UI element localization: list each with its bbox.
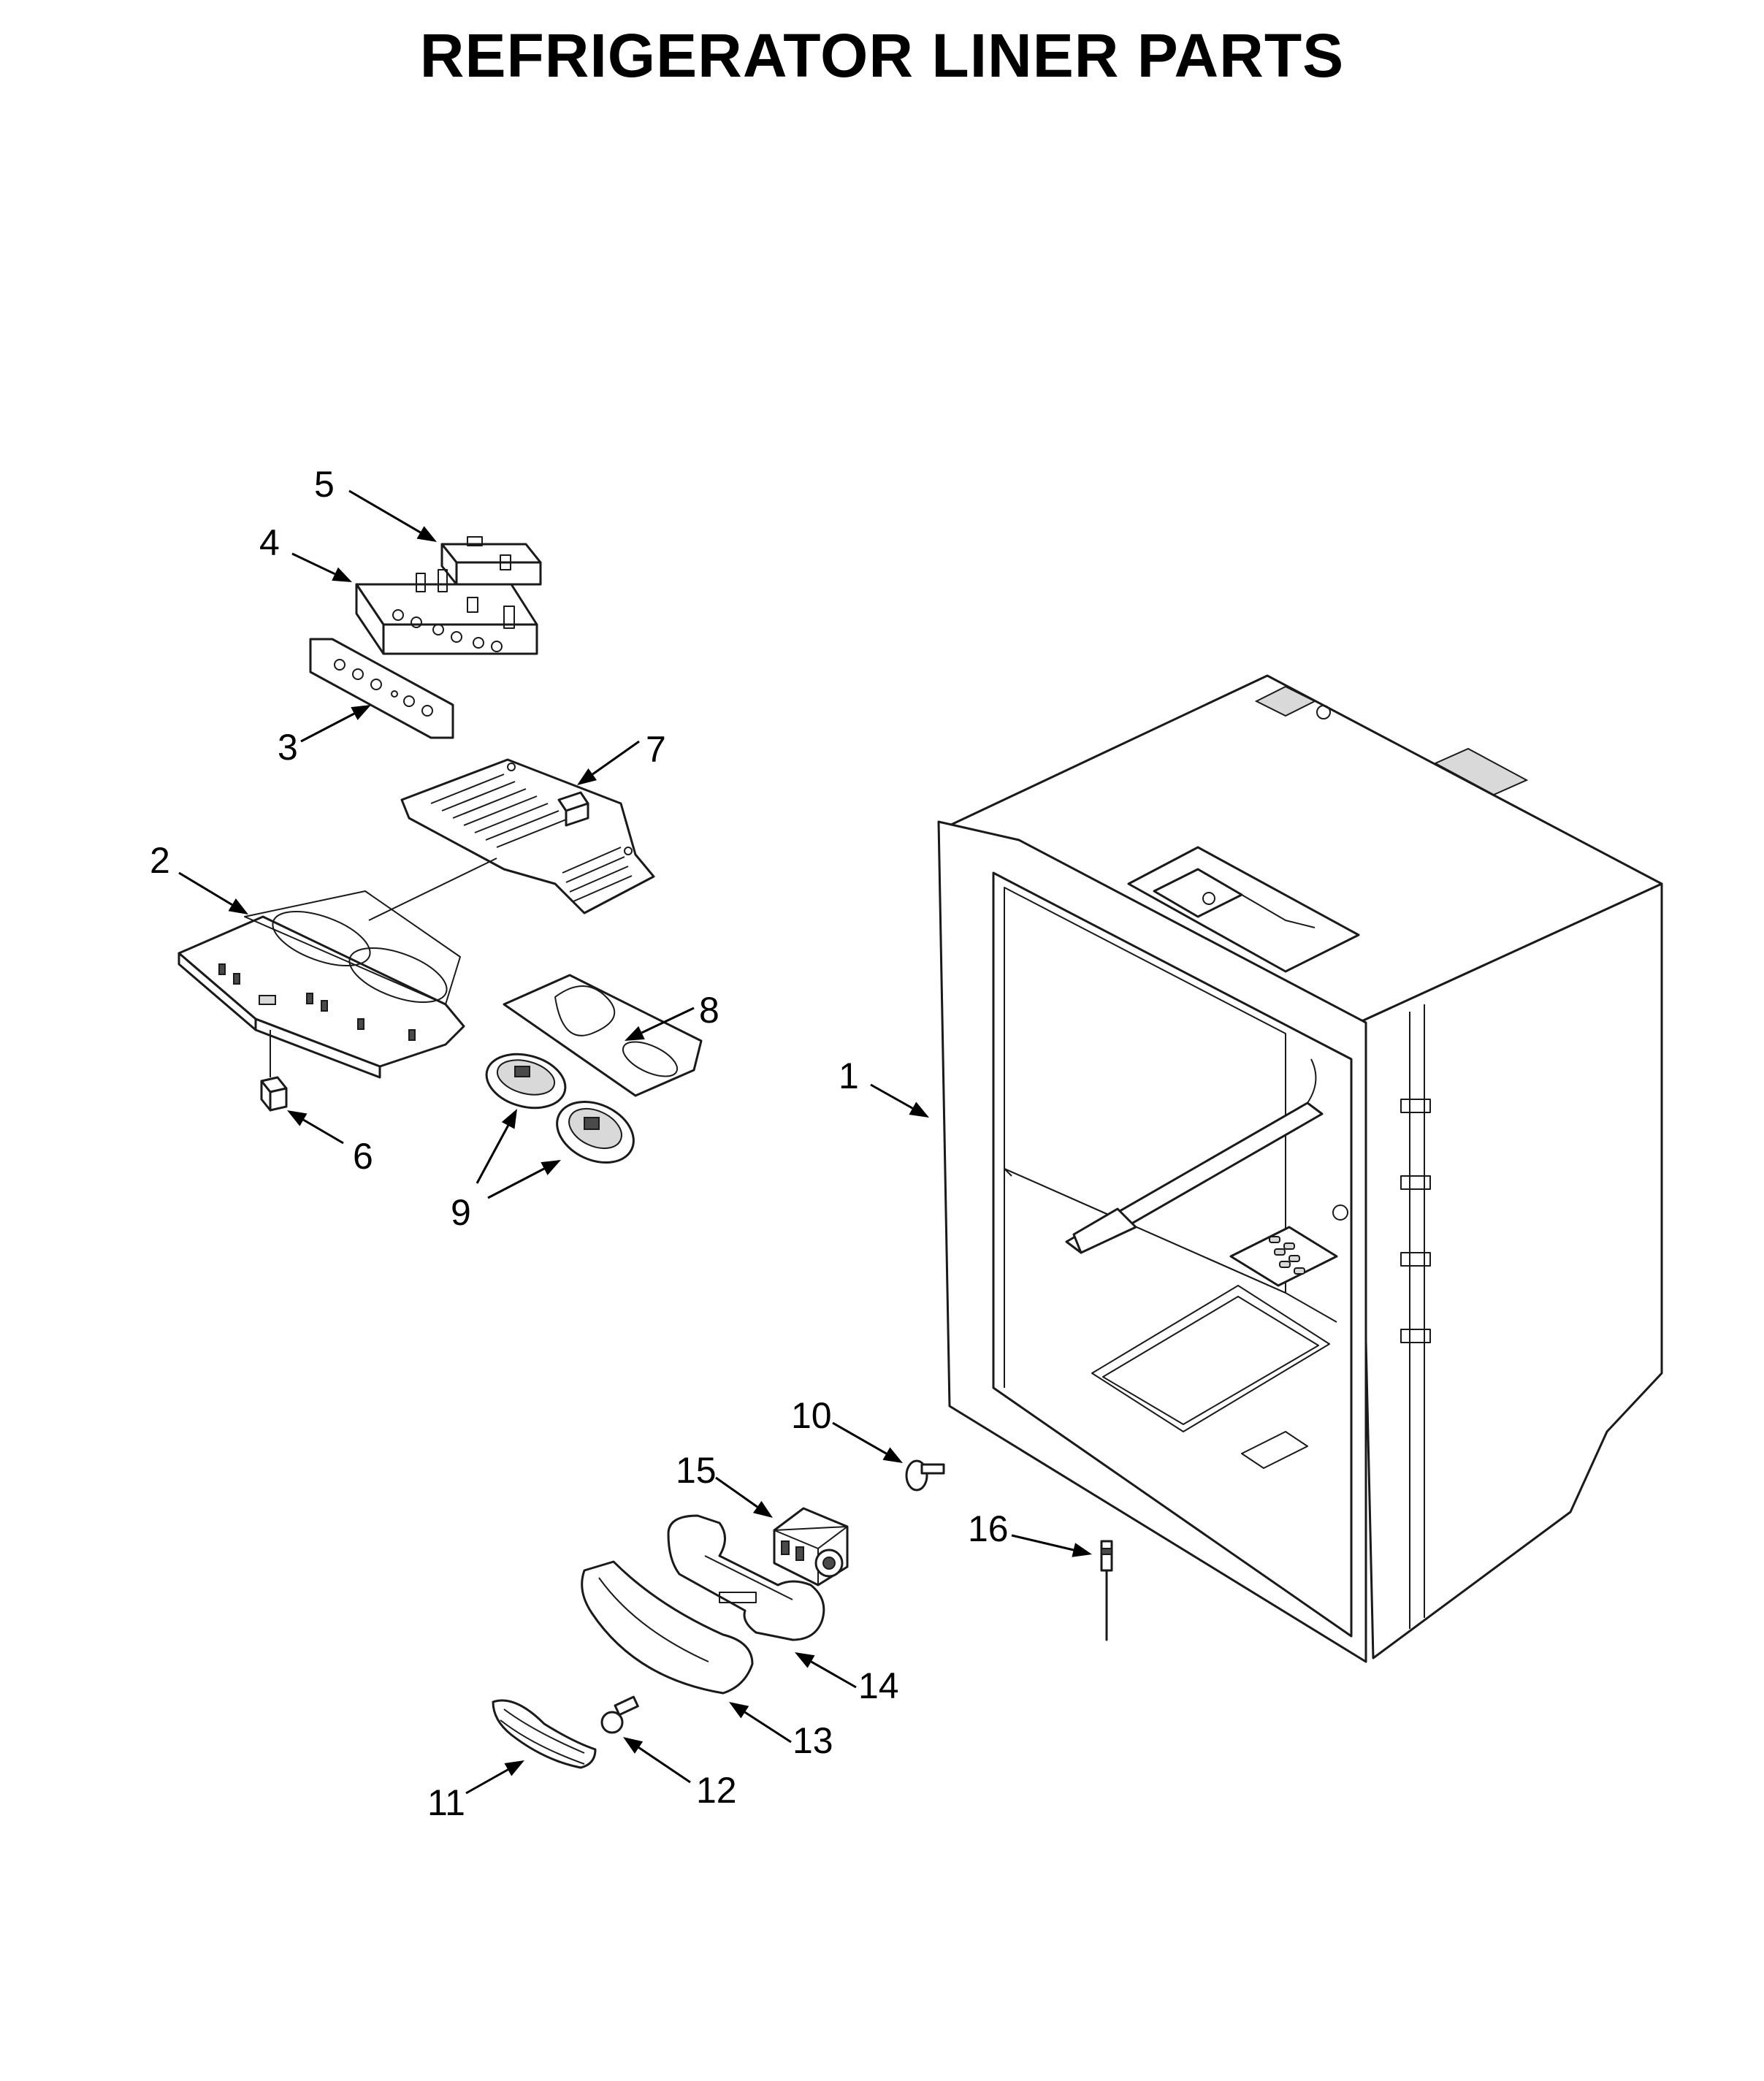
part-10-screw [905,1459,945,1492]
leader-line-15 [715,1476,758,1508]
part-14-light-housing [667,1514,825,1641]
arrowhead-9b [541,1160,561,1175]
leader-line-12 [638,1746,691,1784]
leader-line-9b [487,1167,545,1199]
leader-line-14 [810,1660,857,1689]
callout-6: 6 [353,1136,373,1177]
arrowhead-12 [623,1737,644,1754]
arrowhead-4 [332,567,352,582]
arrowhead-3 [351,705,371,720]
leader-line-11 [465,1768,509,1795]
part-11-lens [492,1699,597,1769]
callout-2: 2 [150,840,170,881]
callout-4: 4 [259,522,280,563]
callout-16: 16 [968,1508,1009,1549]
leader-2-7 [368,858,497,921]
arrowhead-8 [625,1026,645,1041]
callout-13: 13 [793,1720,833,1761]
part-9-dampers [485,1053,635,1164]
callout-5: 5 [314,464,335,505]
callout-1: 1 [839,1055,859,1096]
arrowhead-15 [752,1500,773,1518]
callout-12: 12 [696,1770,737,1811]
part-5-cover [440,536,542,586]
leader-line-1 [870,1083,914,1110]
leader-line-8 [641,1007,695,1034]
callout-7: 7 [646,729,666,770]
callout-8: 8 [699,990,719,1031]
leader-line-9a [476,1125,509,1184]
callout-11: 11 [427,1782,465,1823]
arrowhead-14 [795,1652,815,1668]
arrowhead-7 [577,768,597,785]
callout-3: 3 [278,727,298,768]
arrowhead-5 [416,526,437,542]
part-2-fan-housing [177,890,465,1079]
part-8-damper-housing [503,974,703,1097]
part-1-liner [937,674,1663,1663]
arrowhead-2 [228,898,248,915]
arrowhead-16 [1072,1543,1092,1557]
part-4-housing [355,569,538,655]
leader-line-5 [348,489,421,534]
callout-9: 9 [451,1192,471,1233]
part-3-overlay [309,638,454,739]
part-16-thermistor [1100,1540,1113,1641]
leader-line-4 [291,552,336,576]
arrowhead-13 [729,1702,749,1719]
leader-line-6 [302,1118,344,1145]
arrowhead-10 [882,1447,903,1463]
diagram-title: REFRIGERATOR LINER PARTS [419,21,1345,90]
arrowhead-1 [909,1101,929,1118]
leader-line-3 [300,712,355,743]
part-7-evaporator-cover [400,758,655,915]
arrowhead-9a [501,1109,517,1129]
callout-15: 15 [676,1450,717,1491]
part-13-light-shield [581,1560,754,1695]
leader-line-13 [744,1711,792,1744]
callout-10: 10 [791,1395,832,1436]
leader-line-7 [592,740,640,776]
part-12-screw [600,1695,639,1734]
leader-line-16 [1011,1534,1074,1551]
arrowhead-6 [287,1110,308,1126]
leader-line-2 [178,871,233,906]
arrowhead-11 [504,1760,524,1776]
leader-line-10 [832,1421,887,1455]
leader-lines [178,489,1092,1795]
callout-14: 14 [858,1665,899,1706]
part-6-switch [260,1076,288,1112]
part-15-control [773,1507,849,1586]
